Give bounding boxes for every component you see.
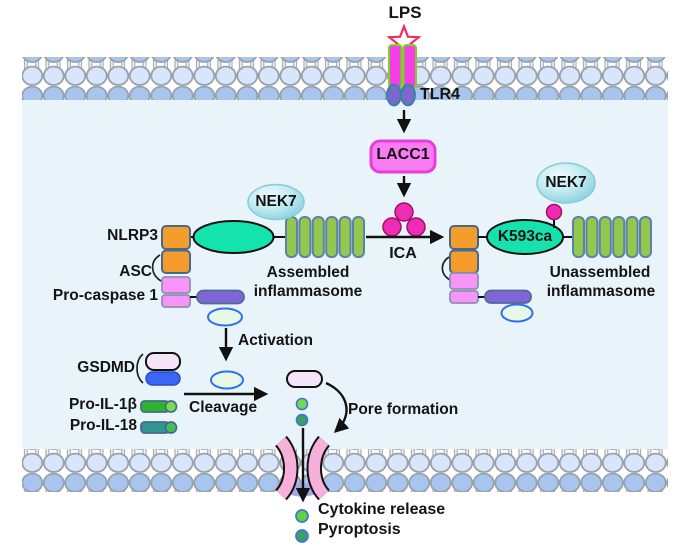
nlrp3-nacht-ellipse xyxy=(192,220,275,254)
lrr-domain-left xyxy=(285,216,365,258)
tlr4-bar-right xyxy=(402,44,417,89)
assembled-inflammasome xyxy=(151,183,365,327)
assembled-label-line2: inflammasome xyxy=(253,283,363,300)
caspase1-ellipse xyxy=(207,307,243,327)
cytokine-release-label: Cytokine release xyxy=(318,501,446,518)
pro-il1b-cap xyxy=(164,400,178,413)
lrr-domain-right xyxy=(572,216,652,258)
caspase1-ellipse xyxy=(500,303,534,323)
released-il18-dot xyxy=(295,529,309,543)
asc-bracket xyxy=(441,256,451,281)
cleavage-label: Cleavage xyxy=(189,399,258,416)
assembled-label-line1: Assembled xyxy=(266,264,350,281)
tlr4-oval-right xyxy=(400,83,416,107)
unassembled-label-line1: Unassembled xyxy=(549,264,651,281)
caspase-card-box xyxy=(161,294,191,308)
pore-wall-right xyxy=(308,437,329,499)
pore-formation-arrow xyxy=(325,381,350,433)
pro-caspase1-pill xyxy=(196,289,245,305)
asc-bracket xyxy=(151,254,162,282)
gsdmd-bracket xyxy=(136,353,144,384)
cleaved-gsdmd-n-pill xyxy=(286,370,323,388)
nek7-oval-left xyxy=(247,183,305,221)
activation-label: Activation xyxy=(238,332,313,349)
pore-wall-left xyxy=(276,437,297,499)
pro-caspase1-pill xyxy=(484,289,532,304)
lacc1-label: LACC1 xyxy=(376,146,430,163)
unassembled-inflammasome xyxy=(441,162,652,323)
unassembled-label-line2: inflammasome xyxy=(546,283,656,300)
asc-card-box xyxy=(161,276,191,294)
pyroptosis-label: Pyroptosis xyxy=(318,521,401,538)
carbamylation-lollipop xyxy=(545,203,563,221)
ica-label: ICA xyxy=(389,245,417,262)
asc-label: ASC xyxy=(119,263,152,280)
nlrp3-label: NLRP3 xyxy=(107,227,158,244)
pro-il18-cap xyxy=(164,421,178,434)
active-caspase1-ellipse xyxy=(210,370,244,390)
tlr4-oval-left xyxy=(386,83,402,107)
asc-pyd-box xyxy=(161,249,191,274)
gsdmd-c-pill xyxy=(145,371,181,386)
lacc1-box xyxy=(369,139,437,174)
pro-il18-label: Pro-IL-18 xyxy=(69,417,137,434)
tlr4-label: TLR4 xyxy=(420,86,460,103)
lps-label: LPS xyxy=(388,3,422,22)
gsdmd-n-pill xyxy=(145,352,181,371)
pro-caspase1-label: Pro-caspase 1 xyxy=(52,287,158,304)
top-membrane xyxy=(22,57,668,100)
ica-dot xyxy=(382,217,402,237)
ica-dot xyxy=(394,202,414,222)
caspase-card-box xyxy=(449,290,479,304)
pore-formation-label: Pore formation xyxy=(348,401,459,418)
k593ca-ellipse xyxy=(486,219,564,255)
nek7-left-label: NEK7 xyxy=(255,193,297,210)
bottom-membrane xyxy=(22,449,668,492)
mature-il1b-dot xyxy=(295,397,309,411)
gsdmd-substrates xyxy=(136,352,181,434)
membrane-pore xyxy=(274,435,331,501)
pro-il1b-label: Pro-IL-1β xyxy=(68,396,137,413)
tlr4-receptor xyxy=(386,23,422,107)
asc-pyd-box xyxy=(449,249,479,274)
ica-molecules xyxy=(382,202,426,237)
nlrp3-pyd-box xyxy=(449,225,479,250)
gsdmd-label: GSDMD xyxy=(77,359,135,376)
mature-il18-dot xyxy=(295,413,309,427)
nlrp3-pyd-box xyxy=(161,225,191,250)
asc-card-box xyxy=(449,272,479,290)
released-il1b-dot xyxy=(295,509,309,523)
ica-dot xyxy=(406,217,426,237)
nek7-right-label: NEK7 xyxy=(545,174,587,191)
nek7-oval-right xyxy=(536,162,596,204)
tlr4-bar-left xyxy=(388,44,403,89)
k593ca-label: K593ca xyxy=(497,228,553,245)
